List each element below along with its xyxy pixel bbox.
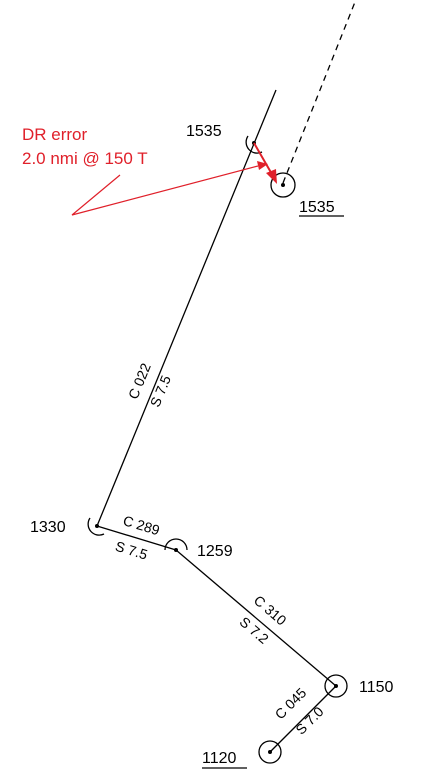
dr-time-label-1330: 1330: [30, 519, 66, 536]
leg4-speed-label: S 7.5: [147, 373, 174, 410]
leg3-speed-label: S 7.5: [113, 538, 149, 563]
dr-time-label-1535: 1535: [186, 123, 222, 140]
fix-symbol-1150: [324, 674, 348, 698]
dr-error-leader: [71, 161, 268, 216]
fix-time-label-1120: 1120: [202, 750, 237, 767]
dr-error-label-line2: 2.0 nmi @ 150 T: [22, 149, 148, 168]
leg3-course-label: C 289: [121, 512, 162, 538]
leg2-speed-label: S 7.2: [237, 614, 272, 648]
leg1-speed-label: S 7.0: [292, 703, 327, 738]
fix-time-label-1150: 1150: [359, 679, 394, 696]
track-leg-1150-1259: [175, 549, 337, 687]
track-leg-1259-1330: [96, 525, 177, 551]
dr-time-label-1259: 1259: [197, 543, 233, 560]
track-leg-1120-1150: [269, 685, 337, 753]
fix-time-label-1535: 1535: [299, 199, 335, 216]
dashed-position-line: [282, 1, 356, 184]
fix-symbol-1535: [270, 172, 296, 198]
dr-symbol-1330: [87, 517, 105, 536]
track-leg-1330-1535: [96, 89, 277, 527]
dr-error-arrow: [253, 142, 277, 184]
dr-symbol-1259: [164, 538, 188, 552]
fix-symbol-1120: [258, 740, 282, 764]
dr-error-label-line1: DR error: [22, 125, 88, 144]
